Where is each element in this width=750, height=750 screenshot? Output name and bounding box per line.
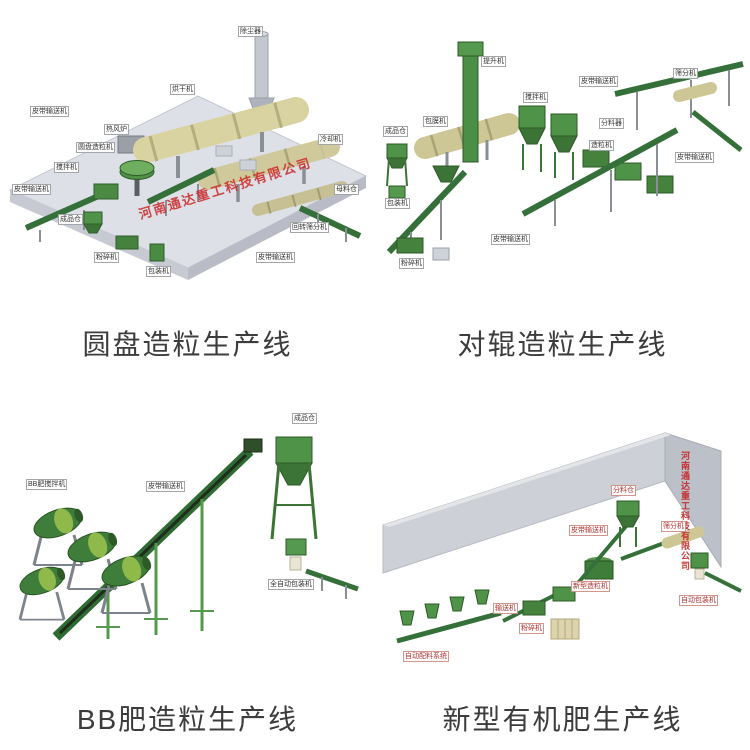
control-cabinet [550, 618, 580, 640]
belt-conveyor [571, 523, 629, 591]
disc-line-art: 河南通达重工科技有限公司 除尘器 烘干机 热风炉 皮带输送机 圆盘造粒机 搅拌机… [0, 0, 375, 310]
factory-floor [8, 95, 368, 280]
output-conveyor [305, 568, 359, 599]
equipment-label: 皮带输送机 [256, 252, 295, 263]
equipment-label: 皮带输送机 [146, 481, 185, 492]
screening-drum [661, 526, 705, 549]
equipment-label: 包装机 [146, 266, 171, 277]
equipment-label: 提升机 [481, 56, 506, 67]
rotary-screen [252, 181, 348, 216]
equipment-label: 粉碎机 [94, 252, 119, 263]
bb-mixer [32, 507, 84, 566]
equipment-label: 分料器 [599, 118, 624, 129]
equipment-label: 自动包装机 [679, 595, 718, 606]
inclined-belt-conveyor [52, 438, 263, 641]
disc-line-illustration [8, 31, 368, 280]
panel-caption: 圆盘造粒生产线 [82, 328, 293, 360]
equipment-label: 粉碎机 [519, 623, 544, 634]
equipment-label: 全自动包装机 [268, 579, 314, 590]
mixer [93, 183, 119, 200]
granulator [582, 149, 610, 168]
dryer-drum [133, 97, 309, 178]
cooler-drum [198, 137, 340, 202]
equipment-label: 母料仓 [334, 184, 359, 195]
auto-packing-machine [285, 538, 307, 571]
equipment-label: 皮带输送机 [579, 76, 618, 87]
equipment-label: 成品仓 [58, 214, 83, 225]
mixer-hoppers [518, 105, 578, 180]
equipment-label: 皮带输送机 [30, 106, 69, 117]
equipment-label: 筛分机 [673, 68, 698, 79]
screening-drum [673, 82, 717, 102]
equipment-label: 成品仓 [383, 126, 408, 137]
packing-machine [388, 185, 406, 199]
organic-line-art: 河南通达重工科技有限公司 分料仓 皮带输送机 输送机 粉碎机 新型造粒机 筛分机… [375, 375, 750, 685]
batching-system [396, 589, 502, 644]
equipment-label: 热风炉 [104, 124, 129, 135]
panel-organic-fertilizer-line: 河南通达重工科技有限公司 分料仓 皮带输送机 输送机 粉碎机 新型造粒机 筛分机… [375, 375, 750, 750]
packing-machine [149, 243, 165, 262]
equipment-label: 圆盘造粒机 [76, 142, 115, 153]
belt-conveyor [521, 127, 679, 226]
panel-disc-granulation-line: 河南通达重工科技有限公司 除尘器 烘干机 热风炉 皮带输送机 圆盘造粒机 搅拌机… [0, 0, 375, 375]
crusher [115, 235, 139, 250]
panel-caption: 对辊造粒生产线 [457, 328, 668, 360]
background-wall [382, 432, 722, 574]
equipment-label: BB肥搅拌机 [26, 479, 68, 490]
equipment-label: 皮带输送机 [569, 525, 608, 536]
roller-line-art: 成品仓 包装机 提升机 包膜机 皮带输送机 筛分机 分料器 搅拌机 造粒机 皮带… [375, 0, 750, 310]
equipment-label: 冷却机 [318, 134, 343, 145]
crusher [522, 600, 546, 616]
equipment-label: 包膜机 [423, 116, 448, 127]
panel-caption: BB肥造粒生产线 [76, 703, 299, 735]
equipment-label: 粉碎机 [399, 258, 424, 269]
equipment-label: 烘干机 [170, 84, 195, 95]
control-cabinet [432, 247, 450, 261]
mixer [552, 586, 576, 602]
coating-machine [646, 175, 674, 194]
equipment-label: 包装机 [385, 198, 410, 209]
panel-roller-granulation-line: 成品仓 包装机 提升机 包膜机 皮带输送机 筛分机 分料器 搅拌机 造粒机 皮带… [375, 0, 750, 375]
bb-line-illustration [18, 436, 359, 641]
finished-product-bin [270, 436, 318, 540]
belt-conveyor [146, 167, 216, 216]
equipment-label: 成品仓 [292, 413, 317, 424]
output-conveyor [704, 571, 742, 593]
feed-hopper [432, 165, 460, 183]
panel-bb-fertilizer-line: BB肥搅拌机 皮带输送机 成品仓 全自动包装机 BB肥造粒生产线 [0, 375, 375, 750]
packing-machine [690, 552, 709, 580]
equipment-label: 皮带输送机 [12, 184, 51, 195]
equipment-label: 筛分机 [661, 521, 686, 532]
equipment-label: 分料仓 [611, 485, 636, 496]
panel-caption: 新型有机肥生产线 [442, 703, 683, 735]
equipment-label: 皮带输送机 [491, 234, 530, 245]
finished-product-bin [83, 211, 103, 234]
equipment-label: 搅拌机 [54, 162, 79, 173]
roller-line-illustration [386, 41, 744, 261]
bb-mixer [18, 566, 66, 621]
screening-machine [614, 162, 642, 181]
equipment-label: 新型造粒机 [571, 581, 610, 592]
equipment-label: 搅拌机 [523, 92, 548, 103]
equipment-label: 造粒机 [589, 140, 614, 151]
crusher [396, 237, 424, 254]
distribution-bin [616, 500, 640, 547]
bb-mixer [100, 555, 152, 614]
bb-line-art: BB肥搅拌机 皮带输送机 成品仓 全自动包装机 [0, 375, 375, 685]
belt-conveyor [691, 110, 743, 152]
floor-blocks [215, 145, 257, 171]
equipment-label: 除尘器 [238, 26, 263, 37]
finished-product-bin [386, 143, 408, 187]
equipment-label: 输送机 [493, 603, 518, 614]
bucket-elevator [457, 41, 484, 163]
disc-granulator [119, 160, 155, 196]
equipment-label: 自动配料系统 [403, 651, 449, 662]
equipment-label: 皮带输送机 [675, 152, 714, 163]
organic-line-illustration [382, 432, 742, 644]
equipment-label: 回转筛分机 [290, 222, 329, 233]
